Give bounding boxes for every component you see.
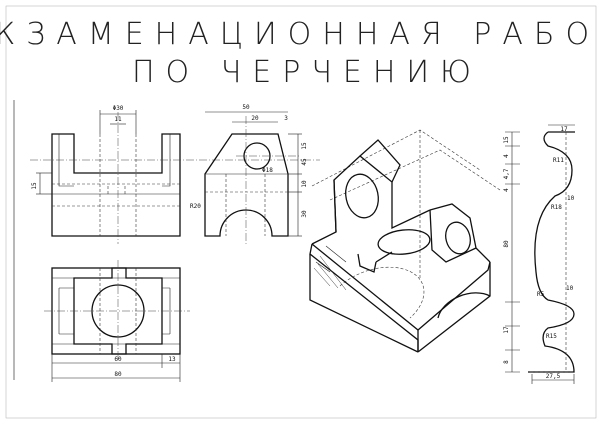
dim-vase-h7: 8 (503, 360, 510, 364)
dim-front-top-width: Φ30 (113, 105, 124, 112)
dim-side-top: 50 (242, 104, 250, 111)
dim-front-slot: 11 (114, 116, 122, 123)
dim-vase-10a: 10 (567, 195, 575, 202)
dim-vase-bottom: 27,5 (546, 373, 561, 380)
dim-side-h2: 45 (301, 158, 308, 166)
front-view (30, 110, 320, 244)
side-view (204, 111, 302, 244)
dim-vase-r18: R18 (551, 204, 562, 211)
dim-vase-r5: R5 (537, 291, 545, 298)
top-view (44, 260, 190, 382)
isometric-view (309, 129, 501, 353)
dim-side-inner: 20 (251, 115, 259, 122)
dim-front-bottom-total: 80 (114, 371, 122, 378)
dim-side-h4: 30 (301, 210, 308, 218)
dim-vase-h4: 4 (503, 188, 510, 192)
dim-front-left-height: 15 (31, 182, 38, 190)
dim-vase-h3: 4,7 (503, 168, 510, 179)
dim-front-bottom-a: 60 (114, 356, 122, 363)
dim-vase-10b: 10 (566, 285, 574, 292)
dim-vase-h6: 17 (503, 326, 510, 334)
dim-front-bottom-b: 13 (168, 356, 176, 363)
dim-side-h1: 15 (301, 142, 308, 150)
dim-side-right: 3 (284, 115, 288, 122)
dim-vase-r11: R11 (553, 157, 564, 164)
vase-profile (505, 124, 575, 384)
dim-side-radius: R20 (190, 203, 201, 210)
sheet-border (5, 5, 597, 419)
dim-vase-r15: R15 (546, 333, 557, 340)
title-line-1: ЭКЗАМЕНАЦИОННАЯ РАБОТА (0, 17, 600, 52)
dim-vase-h5: 80 (503, 240, 510, 248)
dim-vase-h1: 15 (503, 136, 510, 144)
dim-side-h3: 10 (301, 180, 308, 188)
title-line-2: ПО ЧЕРЧЕНИЮ (132, 55, 482, 90)
dim-side-hole: Φ18 (262, 167, 273, 174)
dim-vase-h2: 4 (503, 154, 510, 158)
dim-vase-top: 17 (560, 126, 568, 133)
